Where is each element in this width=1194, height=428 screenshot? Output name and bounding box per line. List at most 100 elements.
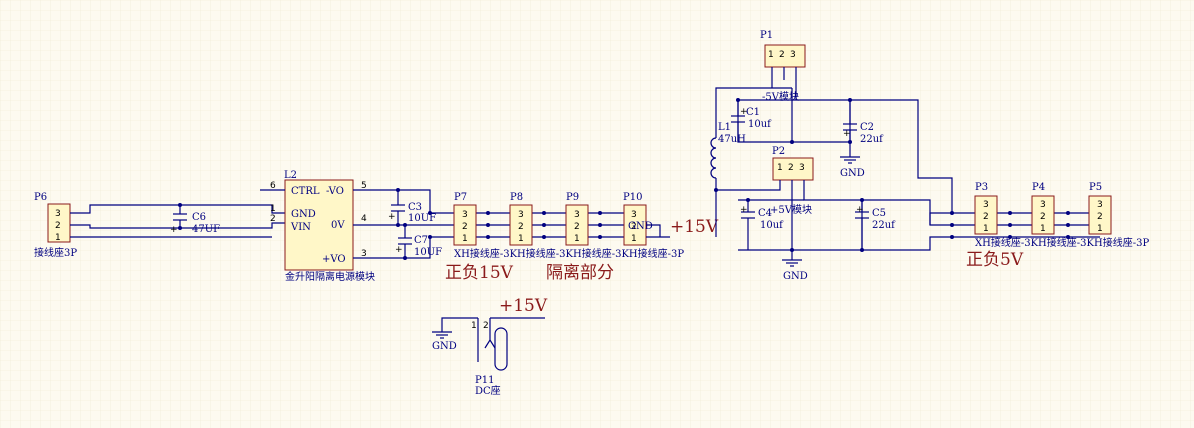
p8-pin-3: 3 bbox=[518, 210, 524, 220]
p6-ref: P6 bbox=[34, 192, 47, 203]
l2-name: 金升阳隔离电源模块 bbox=[285, 270, 375, 283]
p11-gnd-wire bbox=[441, 317, 478, 328]
connector-p10[interactable]: P10 3 2 1 GND bbox=[623, 192, 653, 246]
capacitor-c1[interactable]: + C1 10uf bbox=[731, 100, 772, 142]
ground-symbol: GND bbox=[840, 152, 865, 179]
connector-p5[interactable]: P5 3 2 1 bbox=[1088, 182, 1112, 235]
l1-value: 47uH bbox=[718, 134, 746, 145]
c3-value: 10UF bbox=[408, 213, 436, 224]
c1-ref: C1 bbox=[746, 107, 760, 118]
plus15-label-a: +15V bbox=[670, 217, 719, 237]
p9-pin-1: 1 bbox=[574, 234, 580, 244]
capacitor-c3[interactable]: + C3 10UF bbox=[388, 190, 436, 225]
p1-pin-1: 1 bbox=[768, 50, 774, 60]
p4-ref: P4 bbox=[1032, 182, 1045, 193]
p10-gnd-label: GND bbox=[628, 221, 653, 232]
connector-p3[interactable]: P3 3 2 1 bbox=[974, 182, 998, 235]
wire-c5-to-p3 bbox=[862, 236, 952, 251]
p7-body bbox=[453, 204, 477, 246]
p9-pin-2: 2 bbox=[574, 222, 580, 232]
wire-p1-pins bbox=[771, 67, 797, 100]
p5-pin-2: 2 bbox=[1097, 212, 1103, 222]
p8-body bbox=[509, 204, 533, 246]
junction bbox=[790, 140, 794, 144]
connector-p7[interactable]: P7 3 2 1 bbox=[453, 192, 477, 246]
junction bbox=[1008, 235, 1012, 239]
c6-value: 47UF bbox=[192, 224, 220, 235]
connector-p8[interactable]: P8 3 2 1 bbox=[509, 192, 533, 246]
p2-name: +5V模块 bbox=[770, 204, 812, 216]
p6-pin-3: 3 bbox=[55, 209, 61, 219]
bus-junctions-right bbox=[950, 211, 1070, 239]
junction bbox=[396, 188, 400, 192]
junction bbox=[428, 235, 432, 239]
p11-barrel bbox=[494, 327, 508, 371]
wire-p1-gnd bbox=[737, 88, 793, 143]
p10-pin-3: 3 bbox=[631, 210, 637, 220]
c7-plus: + bbox=[395, 245, 403, 255]
junction bbox=[542, 223, 546, 227]
junction bbox=[736, 98, 740, 102]
p5-pin-3: 3 bbox=[1097, 200, 1103, 210]
p7-ref: P7 bbox=[454, 192, 467, 203]
p6-pin-2: 2 bbox=[55, 221, 61, 231]
capacitor-c4[interactable]: + C4 10uf bbox=[740, 200, 784, 250]
connector-p9[interactable]: P9 3 2 1 bbox=[565, 192, 589, 246]
p11-pin-1: 1 bbox=[471, 321, 477, 331]
p2-body bbox=[772, 157, 814, 181]
p1-name: -5V模块 bbox=[762, 91, 799, 103]
module-p2[interactable]: P2 1 2 3 +5V模块 bbox=[770, 146, 814, 216]
wire-l2-nvo bbox=[353, 189, 640, 214]
p7-pin-3: 3 bbox=[462, 210, 468, 220]
p9-pin-3: 3 bbox=[574, 210, 580, 220]
c4-plus: + bbox=[740, 205, 748, 215]
connector-p6[interactable]: P6 3 2 1 接线座3P bbox=[34, 192, 77, 259]
p1-body bbox=[764, 44, 806, 68]
p8-pin-2: 2 bbox=[518, 222, 524, 232]
junction bbox=[428, 211, 432, 215]
capacitor-c7[interactable]: + C7 10UF bbox=[395, 225, 442, 258]
c3-plus: + bbox=[388, 212, 396, 222]
label-isolation: 隔离部分 bbox=[546, 263, 614, 283]
c2-ref: C2 bbox=[860, 122, 874, 133]
p5-ref: P5 bbox=[1089, 182, 1102, 193]
p3-ref: P3 bbox=[975, 182, 988, 193]
module-l2[interactable]: L2 CTRL GND VIN -VO 0V +VO 6 1 2 5 4 3 金… bbox=[270, 170, 375, 283]
c4-ref: C4 bbox=[758, 208, 772, 219]
p2-pin-3: 3 bbox=[799, 163, 805, 173]
p9-body bbox=[565, 204, 589, 246]
junction bbox=[486, 223, 490, 227]
junction bbox=[486, 211, 490, 215]
p11-ref: P11 bbox=[475, 375, 494, 386]
junction bbox=[1066, 235, 1070, 239]
wire-p1-out bbox=[738, 99, 953, 213]
dc-jack-p11[interactable]: 1 2 P11 DC座 bbox=[441, 317, 545, 397]
p11-name: DC座 bbox=[475, 384, 501, 397]
junction bbox=[950, 211, 954, 215]
p4-pin-2: 2 bbox=[1040, 212, 1046, 222]
l2-nvo: -VO bbox=[326, 186, 344, 197]
p8-pin-1: 1 bbox=[518, 234, 524, 244]
p7-pin-1: 1 bbox=[462, 234, 468, 244]
p10-ref: P10 bbox=[623, 192, 642, 203]
l2-pin-5: 5 bbox=[361, 181, 367, 191]
p5-pin-1: 1 bbox=[1097, 224, 1103, 234]
junction bbox=[950, 223, 954, 227]
p6-body bbox=[47, 203, 71, 243]
junction bbox=[1066, 223, 1070, 227]
capacitor-c6[interactable]: + C6 47UF bbox=[170, 205, 220, 235]
junction bbox=[178, 226, 182, 230]
l2-pin-4: 4 bbox=[361, 214, 367, 224]
connector-p4[interactable]: P4 3 2 1 bbox=[1031, 182, 1055, 235]
capacitor-c5[interactable]: + C5 22uf bbox=[855, 200, 896, 250]
p3-body bbox=[974, 195, 998, 235]
c5-plus: + bbox=[856, 205, 864, 215]
c7-ref: C7 bbox=[414, 235, 428, 246]
p3-pin-3: 3 bbox=[983, 200, 989, 210]
l2-pin-2: 2 bbox=[270, 214, 276, 224]
xh-left-label: XH接线座-3KH接线座-3KH接线座-3KH接线座-3P bbox=[454, 247, 684, 260]
wire-plus15-bus bbox=[646, 224, 670, 238]
p4-body bbox=[1031, 195, 1055, 235]
junction bbox=[598, 235, 602, 239]
